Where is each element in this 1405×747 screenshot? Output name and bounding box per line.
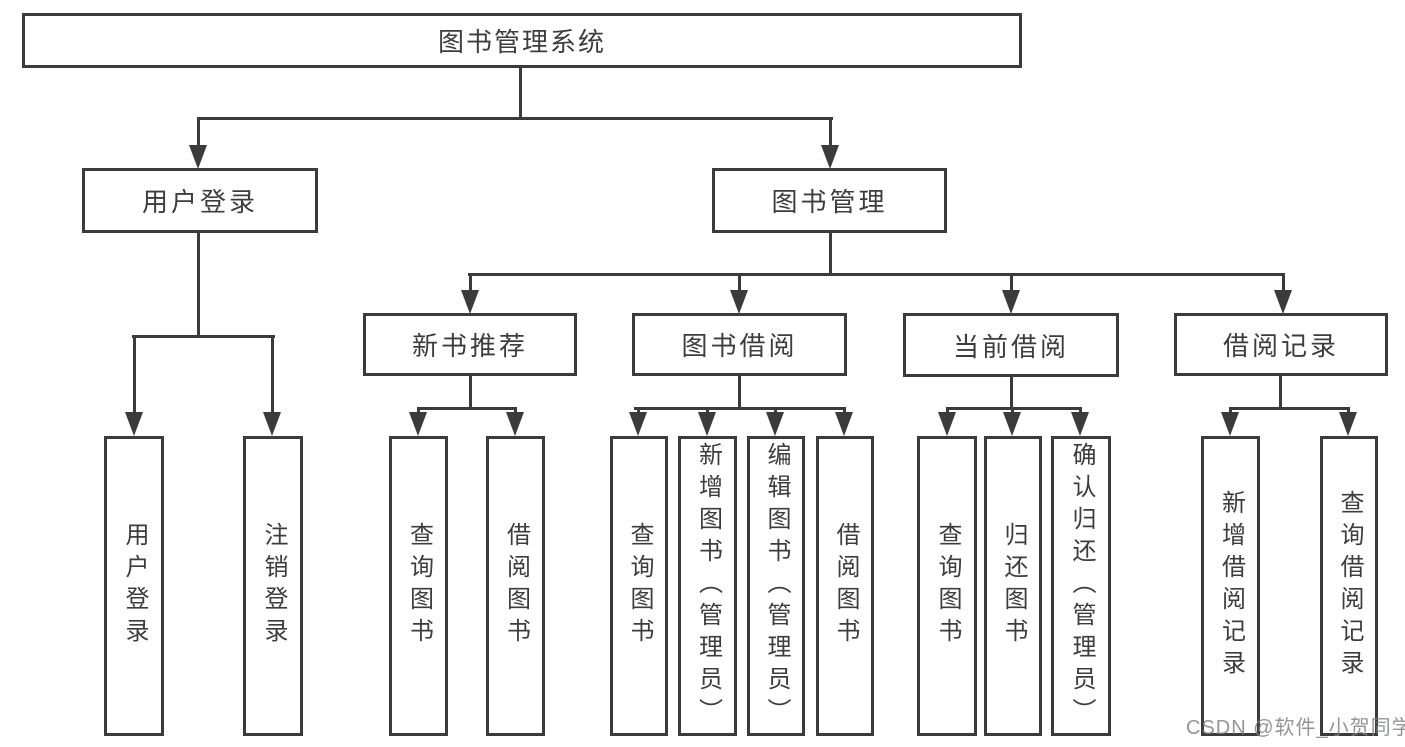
arrowhead-leaf-user-login	[125, 412, 143, 436]
arrowhead-records-leaf2	[1339, 412, 1357, 436]
connector-borrow-drop4	[843, 407, 846, 414]
leaf-borrow-books-label: 借阅图书	[832, 522, 859, 650]
connector-to-leaf-logout	[271, 335, 274, 413]
leaf-recommend-query-books-label: 查询图书	[405, 522, 433, 650]
connector-management-stem	[829, 233, 832, 275]
leaf-query-borrow-record-label: 查询借阅记录	[1336, 490, 1363, 682]
arrowhead-recommend-leaf2	[506, 412, 524, 436]
arrowhead-borrow-records	[1274, 290, 1292, 314]
leaf-edit-books-admin: 编辑图书（管理员）	[747, 436, 805, 736]
connector-current-stem	[1010, 377, 1013, 409]
arrowhead-borrow-leaf4	[835, 412, 853, 436]
node-book-borrow: 图书借阅	[632, 313, 847, 376]
node-book-management-label: 图书管理	[771, 187, 888, 217]
node-user-login-label: 用户登录	[141, 187, 258, 217]
connector-recommend-drop2	[514, 407, 517, 414]
leaf-return-books-label: 归还图书	[1000, 522, 1027, 650]
arrowhead-leaf-logout	[263, 412, 281, 436]
leaf-current-query-books-label: 查询图书	[934, 522, 961, 650]
leaf-logout-label: 注销登录	[260, 522, 287, 650]
connector-recommend-rail	[417, 407, 517, 410]
connector-borrow-stem	[738, 376, 741, 409]
connector-records-stem	[1279, 376, 1282, 409]
node-borrow-records-label: 借阅记录	[1222, 331, 1339, 361]
leaf-add-borrow-record: 新增借阅记录	[1201, 436, 1260, 736]
node-root: 图书管理系统	[22, 13, 1022, 68]
connector-current-drop2	[1011, 407, 1014, 414]
connector-to-book-management	[829, 117, 832, 147]
node-book-borrow-label: 图书借阅	[681, 331, 798, 361]
connector-login-rail	[132, 335, 275, 338]
node-user-login: 用户登录	[82, 168, 318, 233]
arrowhead-recommend-leaf1	[409, 412, 427, 436]
connector-records-rail	[1229, 407, 1350, 410]
leaf-return-books: 归还图书	[984, 436, 1042, 736]
node-new-book-recommend-label: 新书推荐	[411, 331, 528, 361]
node-book-management: 图书管理	[712, 168, 947, 233]
connector-recommend-drop1	[417, 407, 420, 414]
arrowhead-current-leaf1	[938, 412, 956, 436]
node-current-borrow: 当前借阅	[903, 313, 1119, 377]
leaf-logout: 注销登录	[243, 436, 303, 736]
leaf-confirm-return-admin-label: 确认归还（管理员）	[1068, 442, 1095, 730]
connector-root-stem	[519, 68, 522, 118]
connector-level1-rail	[197, 117, 833, 120]
connector-borrow-drop1	[637, 407, 640, 414]
connector-to-leaf-user-login	[133, 335, 136, 413]
connector-to-book-borrow	[738, 273, 741, 291]
arrowhead-borrow-leaf1	[629, 412, 647, 436]
arrowhead-current-borrow	[1002, 290, 1020, 314]
connector-to-recommend	[469, 273, 472, 291]
connector-current-drop3	[1079, 407, 1082, 414]
leaf-recommend-borrow-books-label: 借阅图书	[502, 522, 530, 650]
csdn-watermark: CSDN @软件_小贺同学	[1186, 717, 1405, 739]
leaf-borrow-query-books: 查询图书	[610, 436, 668, 736]
arrowhead-borrow-leaf3	[766, 412, 784, 436]
leaf-confirm-return-admin: 确认归还（管理员）	[1051, 436, 1111, 736]
connector-current-rail	[946, 407, 1082, 410]
node-current-borrow-label: 当前借阅	[952, 331, 1069, 362]
connector-records-drop2	[1347, 407, 1350, 414]
leaf-query-borrow-record: 查询借阅记录	[1320, 436, 1378, 736]
node-borrow-records: 借阅记录	[1174, 313, 1388, 376]
connector-current-drop1	[946, 407, 949, 414]
connector-borrow-rail	[634, 407, 846, 410]
arrowhead-current-leaf3	[1071, 412, 1089, 436]
connector-level2-rail	[468, 273, 1285, 276]
leaf-borrow-books: 借阅图书	[816, 436, 874, 736]
arrowhead-records-leaf1	[1221, 412, 1239, 436]
leaf-borrow-query-books-label: 查询图书	[626, 522, 653, 650]
leaf-user-login: 用户登录	[104, 436, 164, 736]
connector-records-drop1	[1229, 407, 1232, 414]
arrowhead-borrow-leaf2	[698, 412, 716, 436]
connector-to-borrow-records	[1282, 273, 1285, 291]
arrowhead-recommend	[461, 290, 479, 314]
leaf-current-query-books: 查询图书	[917, 436, 977, 736]
leaf-recommend-query-books: 查询图书	[389, 436, 448, 736]
connector-to-current-borrow	[1010, 273, 1013, 291]
connector-recommend-stem	[469, 376, 472, 409]
arrowhead-book-management	[821, 145, 839, 169]
leaf-edit-books-admin-label: 编辑图书（管理员）	[763, 442, 790, 730]
connector-borrow-drop3	[774, 407, 777, 414]
connector-to-user-login	[197, 117, 200, 147]
connector-borrow-drop2	[706, 407, 709, 414]
leaf-user-login-label: 用户登录	[121, 522, 148, 650]
node-new-book-recommend: 新书推荐	[363, 313, 577, 376]
connector-login-stem	[197, 233, 200, 337]
arrowhead-current-leaf2	[1003, 412, 1021, 436]
leaf-add-books-admin-label: 新增图书（管理员）	[694, 442, 722, 730]
leaf-recommend-borrow-books: 借阅图书	[486, 436, 545, 736]
leaf-add-books-admin: 新增图书（管理员）	[678, 436, 737, 736]
node-root-label: 图书管理系统	[437, 27, 606, 57]
arrowhead-book-borrow	[730, 290, 748, 314]
leaf-add-borrow-record-label: 新增借阅记录	[1217, 490, 1245, 682]
arrowhead-user-login	[189, 145, 207, 169]
